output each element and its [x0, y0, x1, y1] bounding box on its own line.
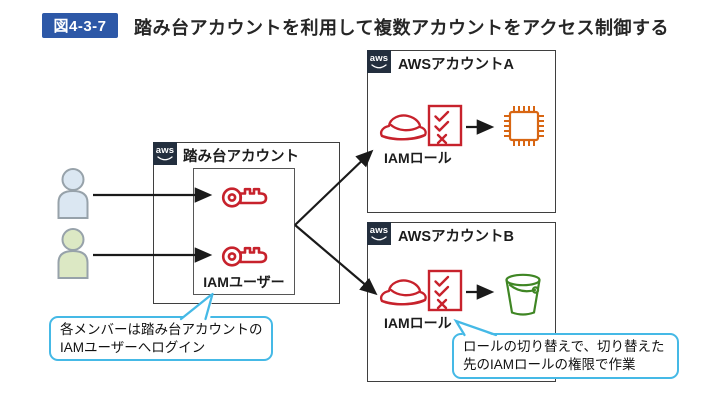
callout-login-line1: 各メンバーは踏み台アカウントの: [60, 322, 263, 337]
aws-account-a-box: [367, 50, 556, 213]
figure-title: 踏み台アカウントを利用して複数アカウントをアクセス制御する: [134, 18, 670, 38]
aws-smile-swoosh: [157, 155, 173, 160]
callout-switch-role-line2: 先のIAMロールの権限で作業: [463, 357, 636, 372]
callout-login-note: 各メンバーは踏み台アカウントの IAMユーザーへログイン: [49, 316, 273, 361]
aws-logo-icon: aws: [153, 142, 177, 165]
aws-logo-icon: aws: [367, 222, 391, 245]
iam-users-label: IAMユーザー: [203, 274, 285, 290]
aws-logo-text: aws: [369, 224, 389, 236]
aws-logo-icon: aws: [367, 50, 391, 73]
user-icon-blue: [57, 168, 89, 219]
iam-role-b-label: IAMロール: [384, 315, 452, 331]
callout-switch-role-line1: ロールの切り替えで、切り替えた: [463, 339, 665, 354]
user-icon-green: [57, 228, 89, 279]
aws-logo-text: aws: [369, 52, 389, 64]
aws-account-a-label: AWSアカウントA: [398, 57, 514, 73]
aws-account-b-label: AWSアカウントB: [398, 229, 514, 245]
callout-switch-role-note: ロールの切り替えで、切り替えた 先のIAMロールの権限で作業: [452, 333, 679, 379]
aws-smile-swoosh: [371, 235, 387, 240]
callout-login-line2: IAMユーザーへログイン: [60, 340, 206, 355]
aws-logo-text: aws: [155, 144, 175, 156]
iam-role-a-label: IAMロール: [384, 150, 452, 166]
figure-number-badge: 図4-3-7: [42, 13, 118, 38]
aws-smile-swoosh: [371, 63, 387, 68]
bastion-account-label: 踏み台アカウント: [183, 149, 299, 165]
